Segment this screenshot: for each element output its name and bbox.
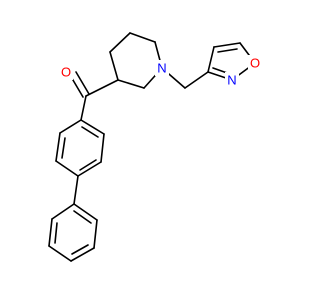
structure-canvas: O N N O bbox=[48, 32, 262, 262]
piperidine-nitrogen-label: N bbox=[157, 61, 166, 76]
carbonyl-oxygen-label: O bbox=[61, 65, 71, 80]
carbonyl-to-piperidine-bond bbox=[85, 79, 119, 97]
carbonyl-double-bond-b bbox=[75, 71, 90, 95]
biphenyl-outer-ring bbox=[48, 203, 98, 262]
molecule-drawing: O N N O bbox=[48, 32, 262, 262]
piperidine-ring bbox=[109, 32, 163, 89]
biaryl-bond bbox=[73, 175, 79, 205]
carbonyl-to-biphenyl-bond bbox=[80, 95, 87, 121]
biphenyl-inner-ring bbox=[55, 119, 105, 177]
isoxazole-oxygen-label: O bbox=[250, 56, 260, 71]
isoxazole-nitrogen-label: N bbox=[227, 73, 236, 88]
methylene-isoxazole-bond bbox=[184, 71, 209, 89]
